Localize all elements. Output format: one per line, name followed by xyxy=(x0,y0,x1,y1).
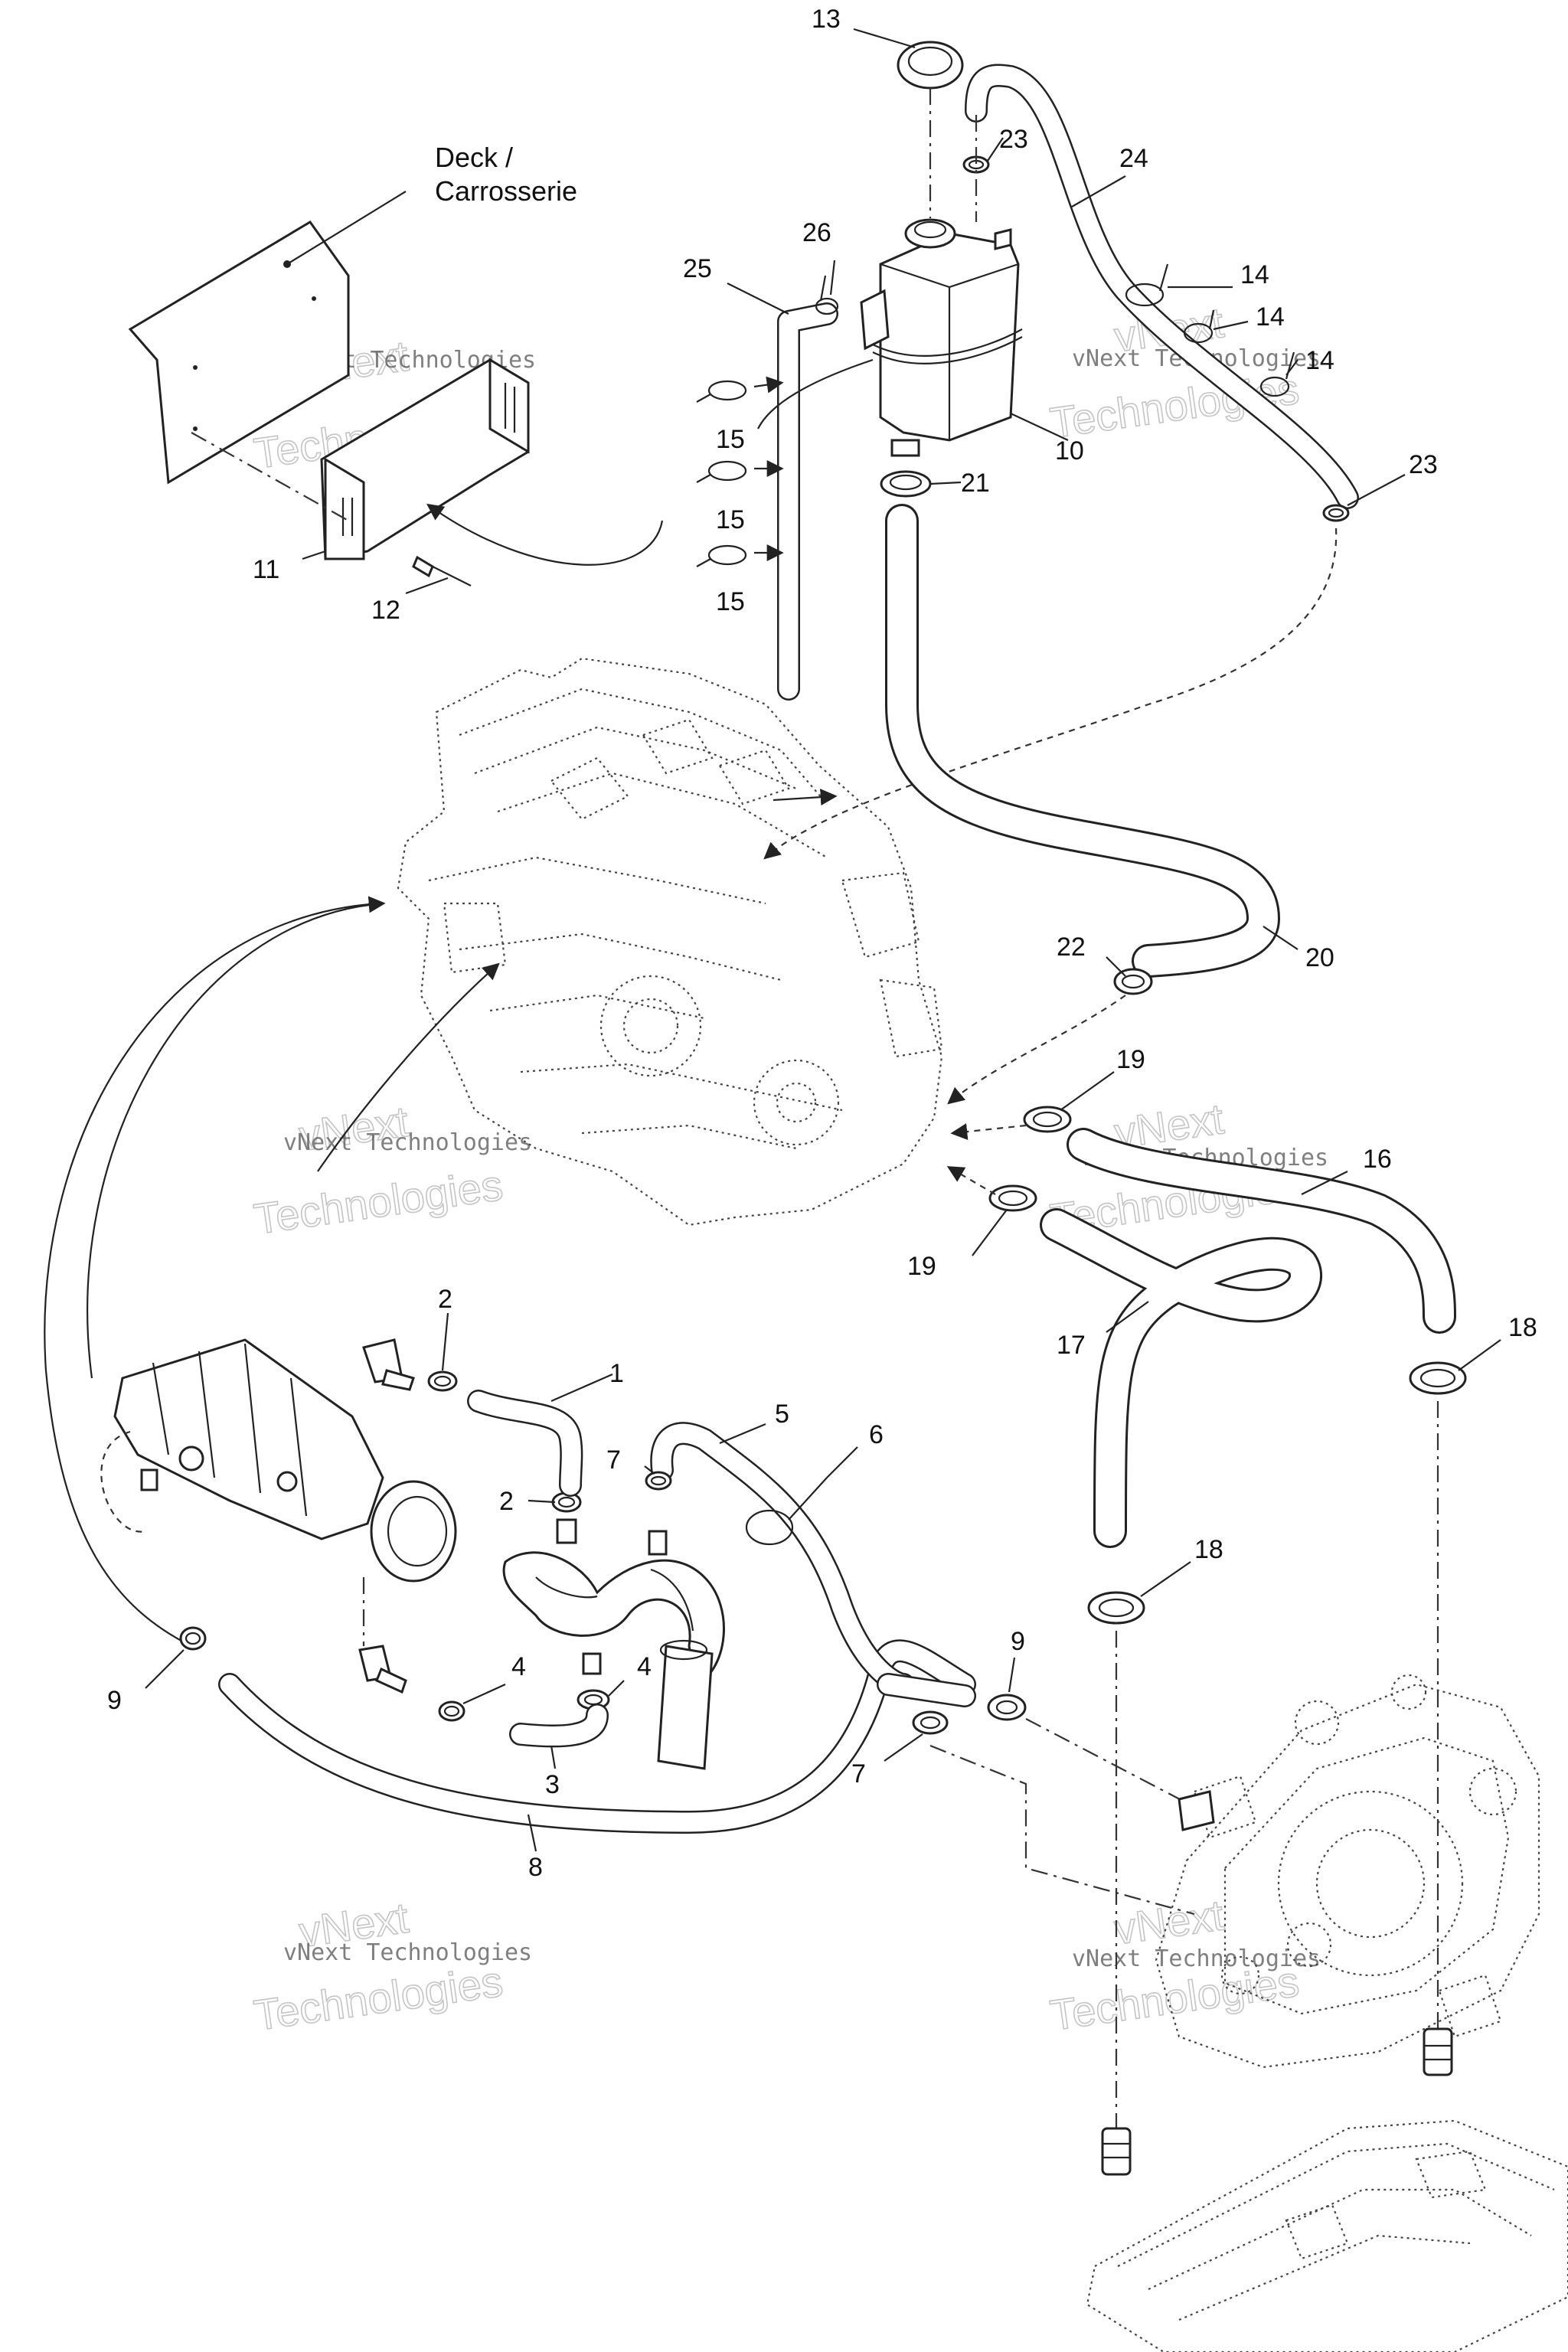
clamp-19-lower xyxy=(988,1184,1037,1212)
callout-18: 18 xyxy=(1508,1313,1537,1342)
watermark-caption: vNext Technologies xyxy=(283,1129,532,1156)
callout-3: 3 xyxy=(545,1770,560,1799)
watermark-group-5: vNext Technologies vNext Technologies xyxy=(250,1893,532,2040)
hose-16 xyxy=(1067,1128,1456,1334)
hose-5 xyxy=(650,1422,915,1696)
hose-fitting xyxy=(556,1518,577,1544)
watermark-caption: vNext Technologies xyxy=(283,1939,532,1966)
callout-13: 13 xyxy=(812,5,841,34)
watermark-caption: vNext Technologies xyxy=(1072,1945,1321,1972)
leader-lines xyxy=(145,28,1501,1852)
bracket-arrow xyxy=(426,503,664,566)
callout-2: 2 xyxy=(438,1285,452,1314)
clamp-23-lower xyxy=(1322,504,1350,522)
exhaust-manifold xyxy=(100,1338,457,1583)
outlet-fitting xyxy=(648,1530,668,1556)
hose-short xyxy=(877,1673,976,1707)
elbow-fitting-bottom xyxy=(358,1645,407,1694)
clamp-14-b xyxy=(1183,309,1215,344)
callout-15: 15 xyxy=(716,587,745,616)
callout-15: 15 xyxy=(716,505,745,534)
callout-17: 17 xyxy=(1057,1331,1086,1360)
clamp-15-c xyxy=(696,544,747,567)
callout-10: 10 xyxy=(1055,436,1084,466)
callout-4: 4 xyxy=(637,1652,652,1681)
pump-outlet-nipple-left xyxy=(1101,2127,1132,2176)
callout-15: 15 xyxy=(716,425,745,454)
callout-18: 18 xyxy=(1194,1535,1223,1564)
clamp-26 xyxy=(815,275,839,315)
clamp-4-left xyxy=(438,1700,466,1722)
clamp-18-right xyxy=(1409,1361,1467,1395)
callout-14: 14 xyxy=(1256,302,1285,332)
callout-12: 12 xyxy=(371,596,400,625)
callout-19: 19 xyxy=(1116,1045,1145,1074)
hose-8 xyxy=(44,902,976,1834)
callout-9: 9 xyxy=(107,1686,122,1715)
bracket-fastener xyxy=(412,555,472,586)
callout-23: 23 xyxy=(1409,450,1438,479)
callout-numbers: 13 23 24 26 25 14 14 14 15 15 15 10 21 2… xyxy=(107,5,1537,1882)
watermark-technologies: Technologies xyxy=(251,1957,505,2040)
callout-16: 16 xyxy=(1363,1145,1392,1174)
clamp-19-upper xyxy=(1023,1106,1072,1133)
watermark-technologies: Technologies xyxy=(251,1161,505,1243)
callout-24: 24 xyxy=(1119,144,1148,173)
clamp-21 xyxy=(880,470,932,498)
callout-20: 20 xyxy=(1305,943,1334,972)
callout-5: 5 xyxy=(775,1400,789,1429)
clamp-9-right xyxy=(987,1694,1027,1721)
hose-3 xyxy=(509,1704,609,1748)
callout-1: 1 xyxy=(609,1359,624,1388)
callout-22: 22 xyxy=(1057,933,1086,962)
callout-2: 2 xyxy=(499,1487,514,1516)
pump-outlet-nipple-right xyxy=(1423,2027,1453,2076)
callout-11: 11 xyxy=(253,555,279,584)
clamp-18-left xyxy=(1087,1591,1145,1625)
callout-14: 14 xyxy=(1305,346,1334,375)
mounting-bracket xyxy=(320,358,530,560)
callout-26: 26 xyxy=(802,218,831,247)
engine-block xyxy=(397,657,943,1227)
clamp-9-left xyxy=(179,1626,207,1651)
hose-20 xyxy=(885,504,1280,978)
hose-17 xyxy=(1040,1208,1322,1548)
hose-fitting-4 xyxy=(582,1652,602,1675)
hose-25 xyxy=(777,302,838,701)
watermark-vnext: vNext xyxy=(1111,1890,1227,1953)
clamp-14-a xyxy=(1125,263,1169,307)
hose-1 xyxy=(467,1390,583,1497)
water-box-assembly xyxy=(502,1551,725,1770)
deck-label-line2: Carrosserie xyxy=(435,175,577,207)
cable-tie-6 xyxy=(745,1477,828,1546)
deck-leader xyxy=(286,191,407,265)
callout-7: 7 xyxy=(851,1759,866,1788)
callout-7: 7 xyxy=(606,1446,621,1475)
deck-label-line1: Deck / xyxy=(435,142,513,173)
callout-19: 19 xyxy=(907,1252,936,1281)
callout-6: 6 xyxy=(869,1420,884,1449)
clamp-2-top xyxy=(427,1370,458,1392)
pressure-cap xyxy=(897,41,964,90)
callout-9: 9 xyxy=(1011,1627,1025,1656)
callout-4: 4 xyxy=(511,1652,526,1681)
callout-8: 8 xyxy=(528,1853,543,1882)
watermark-group-3: vNext Technologies vNext Technologies xyxy=(250,1096,532,1244)
callout-25: 25 xyxy=(683,254,712,283)
clamp-15-b xyxy=(696,460,747,483)
callout-14: 14 xyxy=(1240,260,1269,289)
coolant-reservoir xyxy=(860,218,1023,457)
clamp-7-top xyxy=(645,1471,672,1491)
watermark-group-6: vNext Technologies vNext Technologies xyxy=(1047,1890,1321,2040)
clamp-22 xyxy=(1113,968,1153,995)
elbow-fitting-top xyxy=(362,1338,415,1391)
clamp-7-bottom xyxy=(912,1710,949,1735)
jet-pump-housing xyxy=(1155,1674,1540,2069)
callout-21: 21 xyxy=(961,469,990,498)
clamp-15-a xyxy=(696,380,747,403)
hose-24 xyxy=(965,64,1359,509)
ride-plate xyxy=(1086,2119,1568,2352)
callout-23: 23 xyxy=(999,125,1028,154)
